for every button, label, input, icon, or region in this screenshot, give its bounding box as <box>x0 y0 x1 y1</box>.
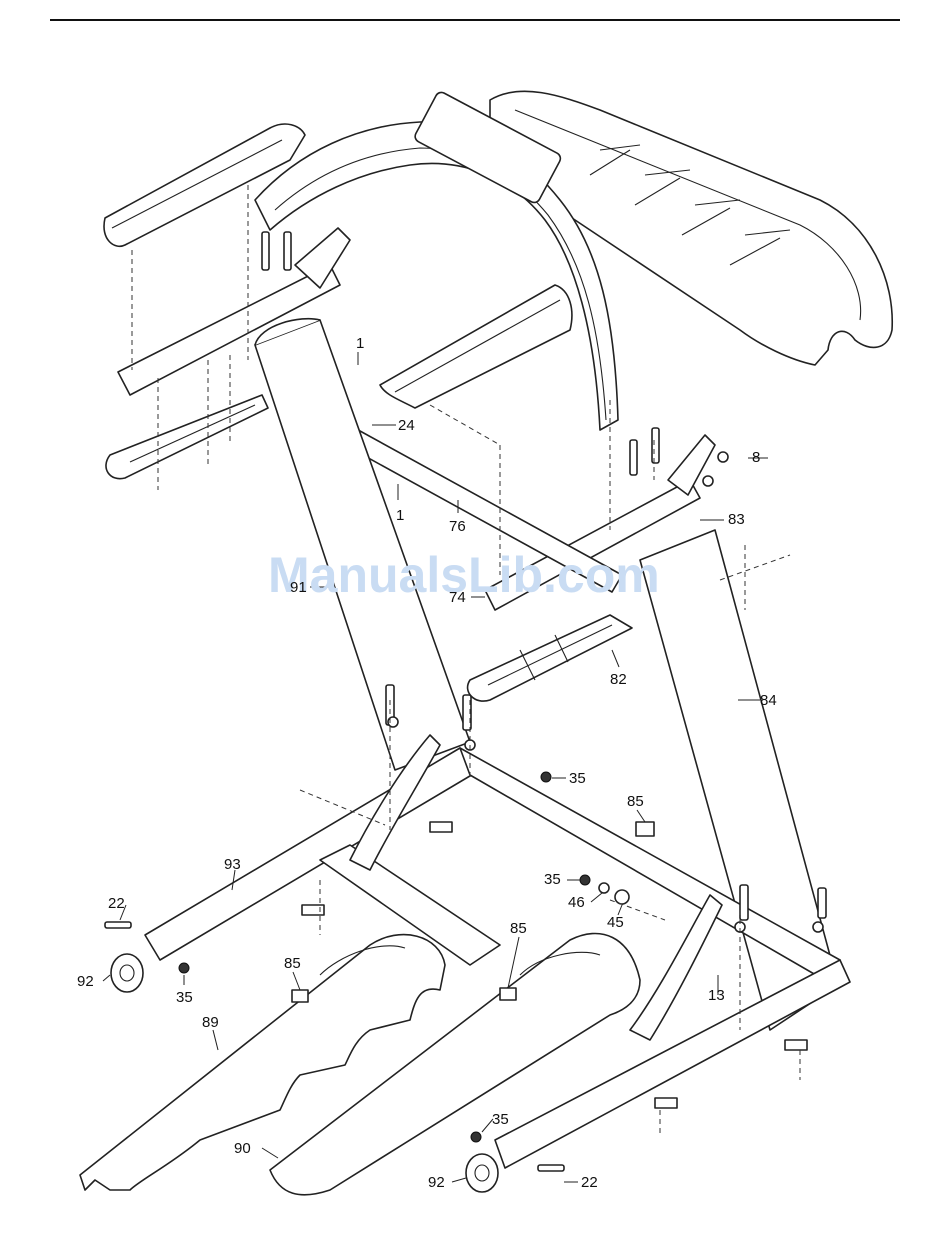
center-cover <box>380 285 572 408</box>
callout-76: 76 <box>449 518 466 535</box>
left-lower-cover <box>106 395 268 479</box>
callout-35-d: 35 <box>492 1111 509 1128</box>
callout-89: 89 <box>202 1014 219 1031</box>
callout-91: 91 <box>290 579 307 596</box>
callout-13: 13 <box>708 987 725 1004</box>
callout-35-a: 35 <box>176 989 193 1006</box>
callout-84: 84 <box>760 692 777 709</box>
callout-82: 82 <box>610 671 627 688</box>
callout-92-a: 92 <box>77 973 94 990</box>
callout-74: 74 <box>449 589 466 606</box>
callout-85-a: 85 <box>627 793 644 810</box>
callout-90: 90 <box>234 1140 251 1157</box>
callout-46: 46 <box>568 894 585 911</box>
callout-24: 24 <box>398 417 415 434</box>
callout-35-b: 35 <box>544 871 561 888</box>
callout-35-c: 35 <box>569 770 586 787</box>
wheel-left <box>111 954 143 992</box>
callout-45: 45 <box>607 914 624 931</box>
callout-85-c: 85 <box>510 920 527 937</box>
callout-93: 93 <box>224 856 241 873</box>
right-lower-cover <box>468 615 632 701</box>
callout-22-a: 22 <box>108 895 125 912</box>
callout-22-b: 22 <box>581 1174 598 1191</box>
callout-8: 8 <box>752 449 760 466</box>
callout-85-b: 85 <box>284 955 301 972</box>
callout-1-b: 1 <box>396 507 404 524</box>
callout-1-a: 1 <box>356 335 364 352</box>
callout-92-b: 92 <box>428 1174 445 1191</box>
callout-83: 83 <box>728 511 745 528</box>
wheel-right <box>466 1154 498 1192</box>
